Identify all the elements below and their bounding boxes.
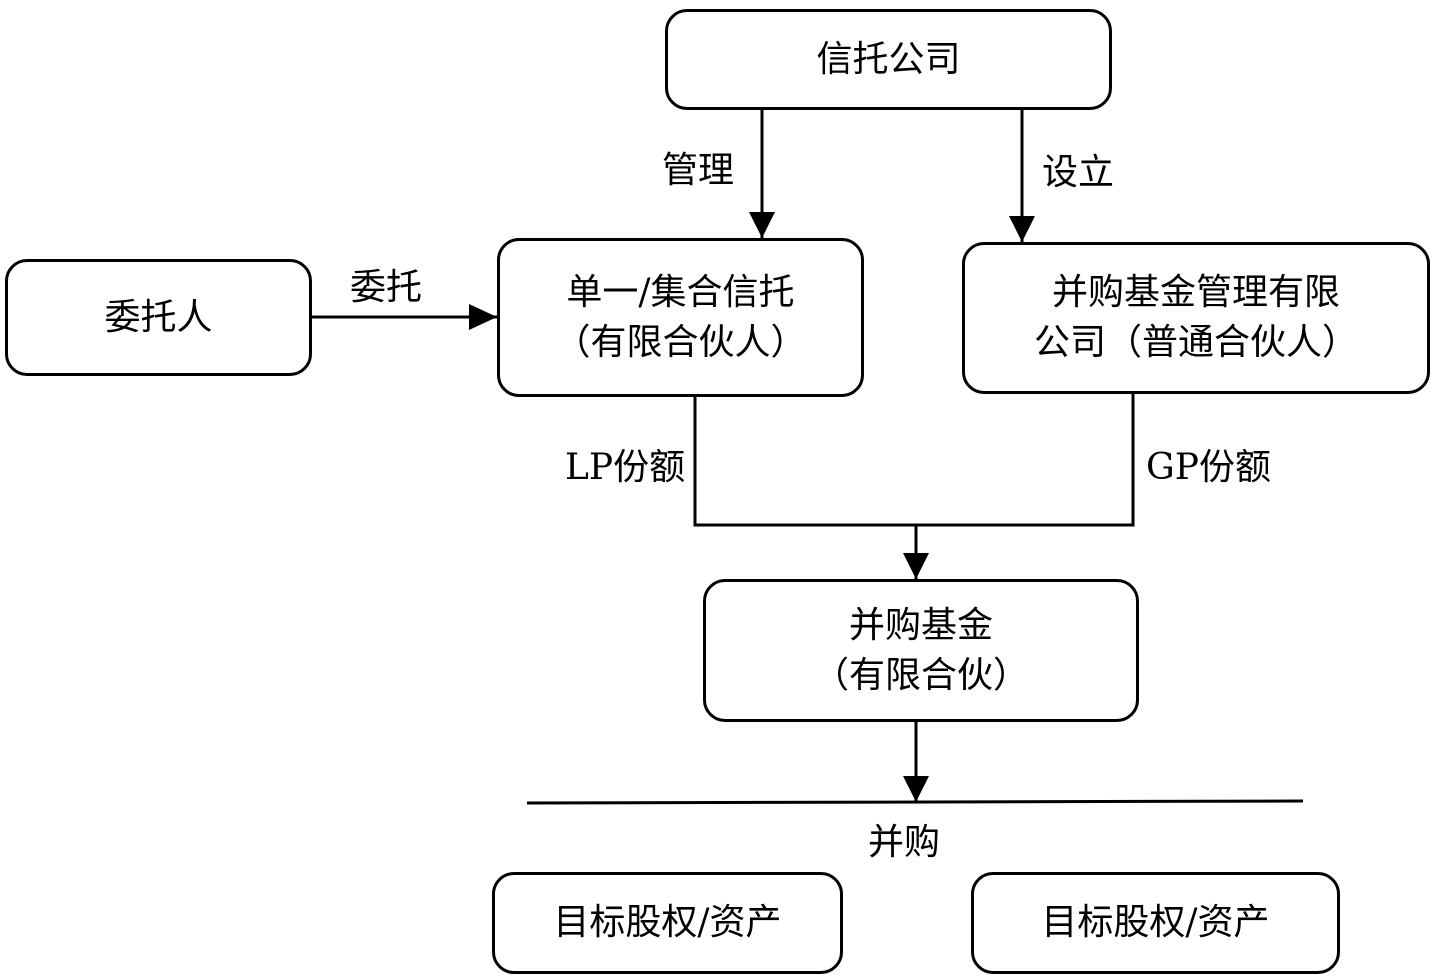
establish-edge-label: 设立 bbox=[1042, 152, 1115, 193]
establish-arrow-head bbox=[1009, 216, 1035, 242]
entrust-edge-label: 委托 bbox=[350, 267, 423, 308]
fund-manager-line1: 并购基金管理有限 bbox=[1051, 272, 1340, 314]
fund-manager-line2: 公司（普通合伙人） bbox=[1033, 322, 1358, 363]
ma-fund-line1: 并购基金 bbox=[848, 604, 993, 646]
settlor-label: 委托人 bbox=[104, 296, 213, 338]
merge-to-fund-arrow-head bbox=[903, 553, 929, 579]
gp-share-edge-label: GP份额 bbox=[1146, 447, 1271, 488]
acquisition-line bbox=[526, 799, 1304, 805]
entrust-arrow-head bbox=[469, 304, 497, 330]
fund-to-acquisition-arrow-head bbox=[903, 776, 929, 802]
target-equity-asset-right-box: 目标股权/资产 bbox=[971, 872, 1340, 974]
target-equity-asset-left-label: 目标股权/资产 bbox=[553, 902, 782, 944]
lp-share-edge-label: LP份额 bbox=[565, 447, 686, 488]
manage-arrow-head bbox=[749, 212, 775, 238]
settlor-box: 委托人 bbox=[5, 259, 312, 376]
single-collective-trust-box: 单一/集合信托 （有限合伙人） bbox=[497, 238, 864, 397]
single-collective-trust-line1: 单一/集合信托 bbox=[566, 271, 795, 313]
lp-gp-merge-connector bbox=[693, 394, 1135, 527]
target-equity-asset-right-label: 目标股权/资产 bbox=[1041, 902, 1270, 944]
ma-fund-box: 并购基金 （有限合伙） bbox=[703, 579, 1139, 722]
trust-company-box: 信托公司 bbox=[665, 9, 1112, 110]
single-collective-trust-line2: （有限合伙人） bbox=[554, 321, 807, 363]
manage-edge-label: 管理 bbox=[662, 150, 735, 191]
trust-company-label: 信托公司 bbox=[816, 38, 961, 80]
fund-manager-box: 并购基金管理有限 公司（普通合伙人） bbox=[962, 242, 1430, 394]
ma-fund-line2: （有限合伙） bbox=[812, 654, 1029, 696]
acquisition-label: 并购 bbox=[868, 822, 941, 863]
target-equity-asset-left-box: 目标股权/资产 bbox=[492, 872, 843, 974]
